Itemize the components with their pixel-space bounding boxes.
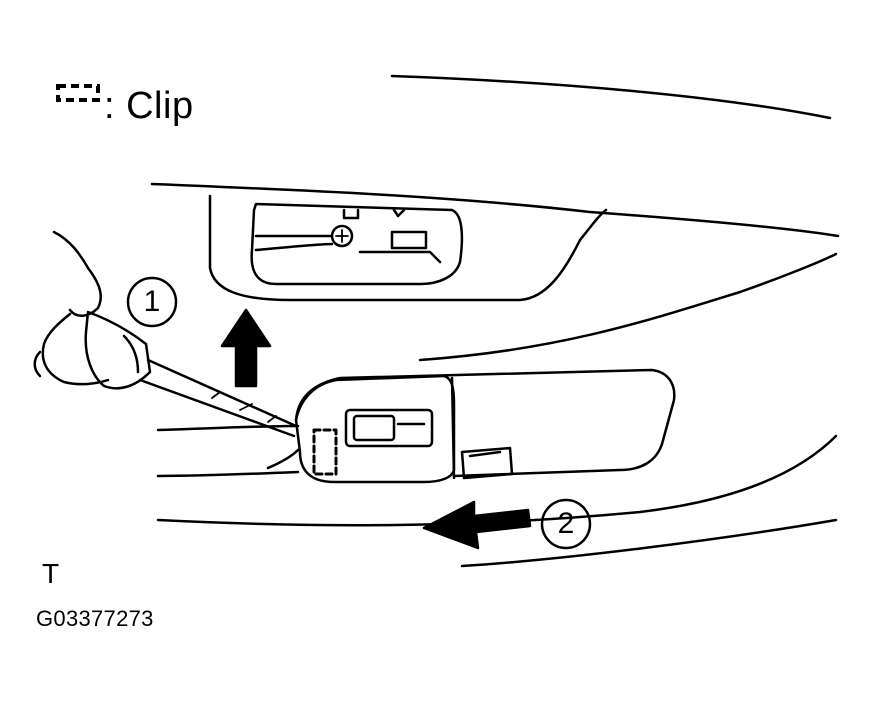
hand-outline: [52, 230, 102, 317]
handle-lever: [254, 234, 334, 252]
handle-bezel: [208, 194, 608, 302]
legend-label: : Clip: [104, 85, 194, 127]
up-arrow: [220, 308, 272, 388]
corner-mark: T: [42, 558, 60, 589]
door-lower-curve: [156, 434, 838, 527]
trim-upper-outline: [150, 182, 840, 238]
door-upper-edge: [390, 74, 832, 120]
step-2-label: 2: [557, 507, 575, 540]
legend: : Clip: [56, 84, 194, 128]
handle-recess: [250, 202, 464, 286]
screw-icon: [330, 224, 354, 248]
screwdriver-shaft: [138, 358, 298, 438]
clip-symbol-icon: [56, 84, 100, 115]
switch-base: [294, 374, 456, 484]
armrest-outline: [294, 368, 676, 478]
switch-button: [344, 408, 434, 448]
step-1-circle: [126, 276, 178, 328]
clip-location: [312, 428, 338, 476]
door-body-curve: [418, 252, 838, 362]
left-arrow: [422, 500, 532, 550]
step-2-circle: [540, 498, 592, 550]
step-1-label: 1: [143, 285, 161, 318]
figure-code: G03377273: [36, 606, 154, 631]
screwdriver-handle: [84, 310, 152, 390]
